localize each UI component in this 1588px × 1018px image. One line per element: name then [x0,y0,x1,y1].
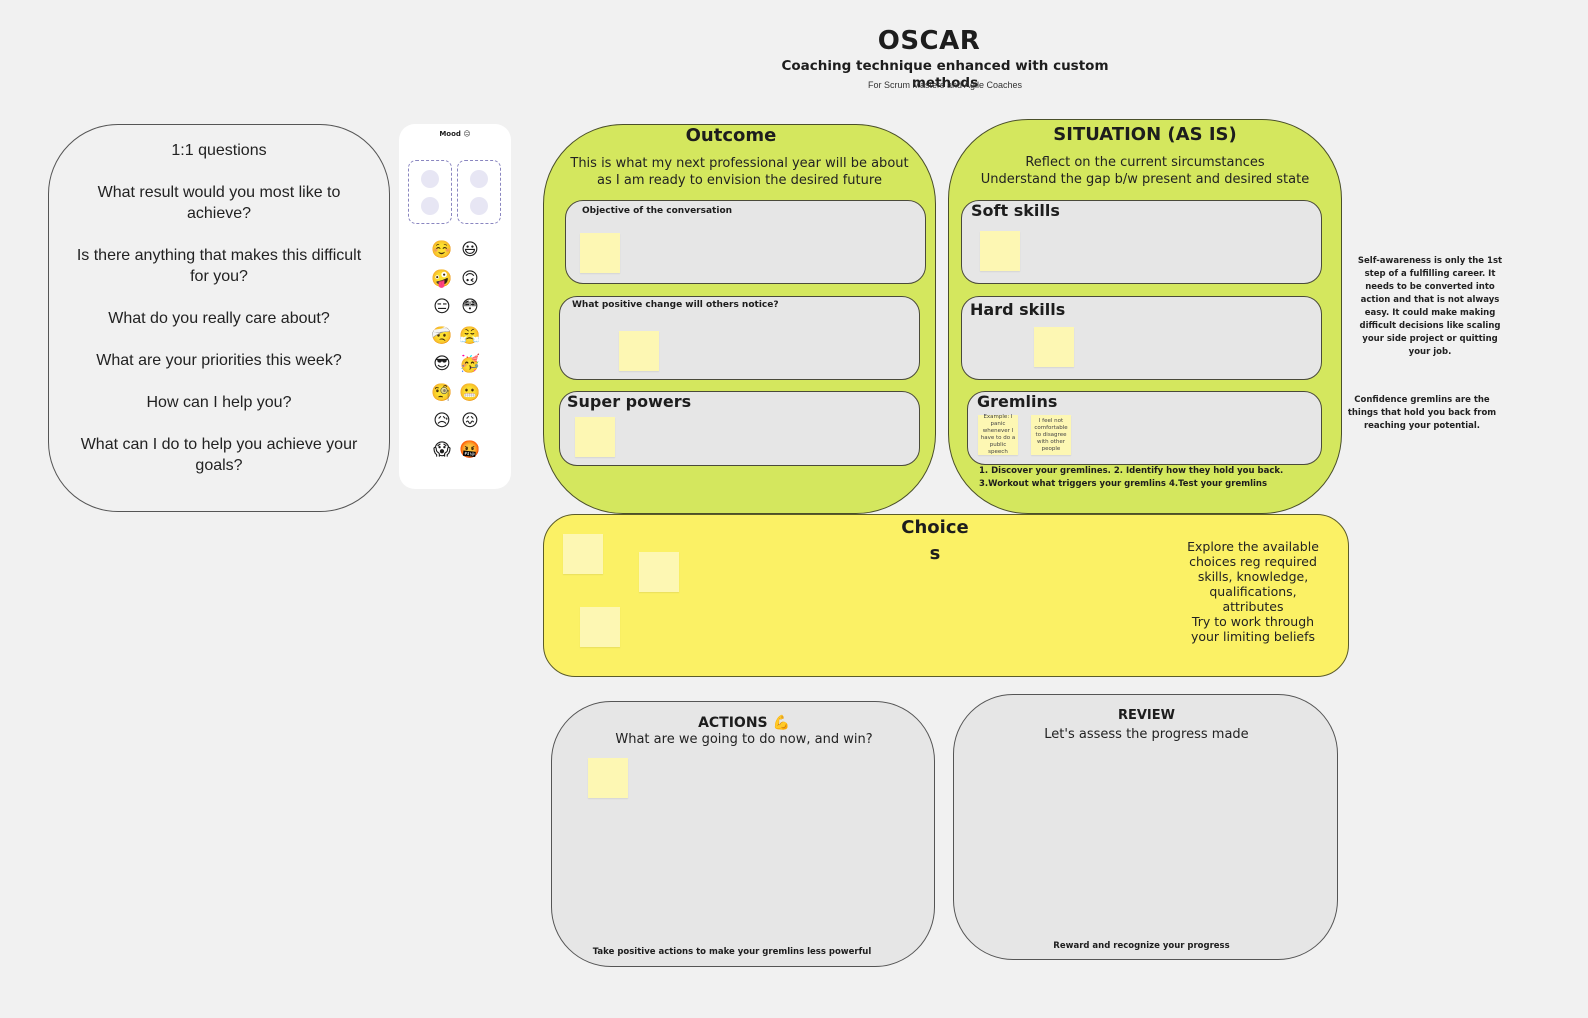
mood-emoji[interactable]: 😱 [433,439,451,460]
question-item: What result would you most like to achie… [97,184,341,222]
mood-slot[interactable] [421,197,439,215]
mood-emoji[interactable]: 🥳 [459,354,481,374]
question-item: What are your priorities this week? [96,352,342,369]
sticky-note[interactable] [1034,327,1074,367]
gremlins-label: Gremlins [977,392,1058,411]
soft-skills-box[interactable]: Soft skills [961,200,1322,284]
outcome-title: Outcome [685,125,777,146]
choices-section: Choices Explore the available choices re… [543,514,1349,677]
gremlins-steps: 1. Discover your gremlines. 2. Identify … [979,465,1283,491]
sticky-note[interactable] [575,417,615,457]
board-title: OSCAR [877,26,981,56]
mood-emoji[interactable]: 😬 [459,382,481,403]
mood-slot[interactable] [470,197,488,215]
gremlins-steps-line: 3.Workout what triggers your gremlins 4.… [979,479,1268,489]
sticky-note[interactable] [588,758,628,798]
review-section: REVIEW Let's assess the progress made Re… [953,694,1338,960]
objective-label: Objective of the conversation [582,206,733,216]
question-item: How can I help you? [146,394,292,411]
board-subtitle: Coaching technique enhanced with custom … [781,58,1109,91]
mood-emoji[interactable]: 🤬 [459,439,481,460]
review-title: REVIEW [1117,708,1175,723]
actions-footer: Take positive actions to make your greml… [592,947,872,957]
situation-title: SITUATION (AS IS) [1053,124,1237,145]
sticky-note[interactable] [639,552,679,592]
mood-emoji[interactable]: 😳 [461,297,479,317]
hard-skills-box[interactable]: Hard skills [961,296,1322,380]
situation-description-line: Understand the gap b/w present and desir… [980,172,1310,187]
questions-heading: 1:1 questions [171,142,267,159]
mood-slot-group[interactable] [457,160,501,224]
mood-slot[interactable] [421,170,439,188]
mood-emoji[interactable]: ☺️ [431,240,453,260]
outcome-description: This is what my next professional year w… [544,155,935,189]
choices-description: Explore the available choices reg requir… [1187,539,1319,644]
positive-change-box[interactable]: What positive change will others notice? [559,296,920,380]
mood-panel[interactable]: Mood 😑 ☺️ 😃 🤪 🙃 😑 😳 🤕 😤 😎 🥳 🧐 😬 😥 😖 😱 🤬 [399,124,511,489]
mood-emoji[interactable]: 😤 [459,325,481,346]
actions-description: What are we going to do now, and win? [615,732,873,747]
soft-skills-label: Soft skills [971,201,1060,220]
outcome-section: Outcome This is what my next professiona… [543,124,936,514]
mood-emoji[interactable]: 😥 [433,411,451,431]
confidence-note: Confidence gremlins are the things that … [1347,395,1497,431]
super-powers-label: Super powers [567,392,692,411]
mood-emoji[interactable]: 🤕 [431,325,453,346]
mood-slot-group[interactable] [408,160,452,224]
review-footer: Reward and recognize your progress [1053,941,1230,951]
super-powers-box[interactable]: Super powers [559,391,920,466]
mood-emoji[interactable]: 🤪 [431,268,453,289]
sticky-note[interactable] [563,534,603,574]
mood-title: Mood 😑 [439,130,471,138]
question-item: What can I do to help you achieve your g… [80,436,358,474]
mood-emoji[interactable]: 😑 [433,297,451,317]
situation-description: Reflect on the current sircumstances Und… [949,154,1341,188]
outcome-description-line: This is what my next professional year w… [570,156,909,171]
choices-title: Choices [901,517,969,564]
mood-emoji[interactable]: 😎 [433,354,451,374]
sticky-note[interactable]: Example: I panic whenever I have to do a… [978,414,1018,455]
mood-emoji[interactable]: 😖 [461,411,479,431]
gremlins-box[interactable]: Gremlins Example: I panic whenever I hav… [967,391,1322,465]
actions-section: ACTIONS 💪 What are we going to do now, a… [551,701,935,967]
sticky-note[interactable] [619,331,659,371]
hard-skills-label: Hard skills [970,300,1066,319]
mood-emoji[interactable]: 🧐 [431,382,453,403]
sticky-note[interactable] [980,231,1020,271]
mood-emoji[interactable]: 😃 [461,240,479,260]
self-awareness-note: Self-awareness is only the 1st step of a… [1357,256,1503,357]
mood-slot[interactable] [470,170,488,188]
situation-section: SITUATION (AS IS) Reflect on the current… [948,119,1342,514]
outcome-description-line: as I am ready to envision the desired fu… [597,173,882,188]
positive-change-label: What positive change will others notice? [572,300,779,310]
review-description: Let's assess the progress made [1044,727,1249,742]
sticky-note[interactable] [580,607,620,647]
board-audience: For Scrum Masters and Agile Coaches [867,80,1023,90]
objective-box[interactable]: Objective of the conversation [565,200,926,284]
mood-emoji[interactable]: 🙃 [461,268,479,289]
sticky-note[interactable]: I feel not comfortable to disagree with … [1031,415,1071,455]
situation-description-line: Reflect on the current sircumstances [1025,155,1265,170]
actions-title: ACTIONS 💪 [698,715,790,731]
gremlins-steps-line: 1. Discover your gremlines. 2. Identify … [979,466,1284,476]
questions-card[interactable]: 1:1 questions What result would you most… [48,124,390,512]
question-item: Is there anything that makes this diffic… [76,247,362,285]
sticky-note[interactable] [580,233,620,273]
question-item: What do you really care about? [108,310,330,327]
